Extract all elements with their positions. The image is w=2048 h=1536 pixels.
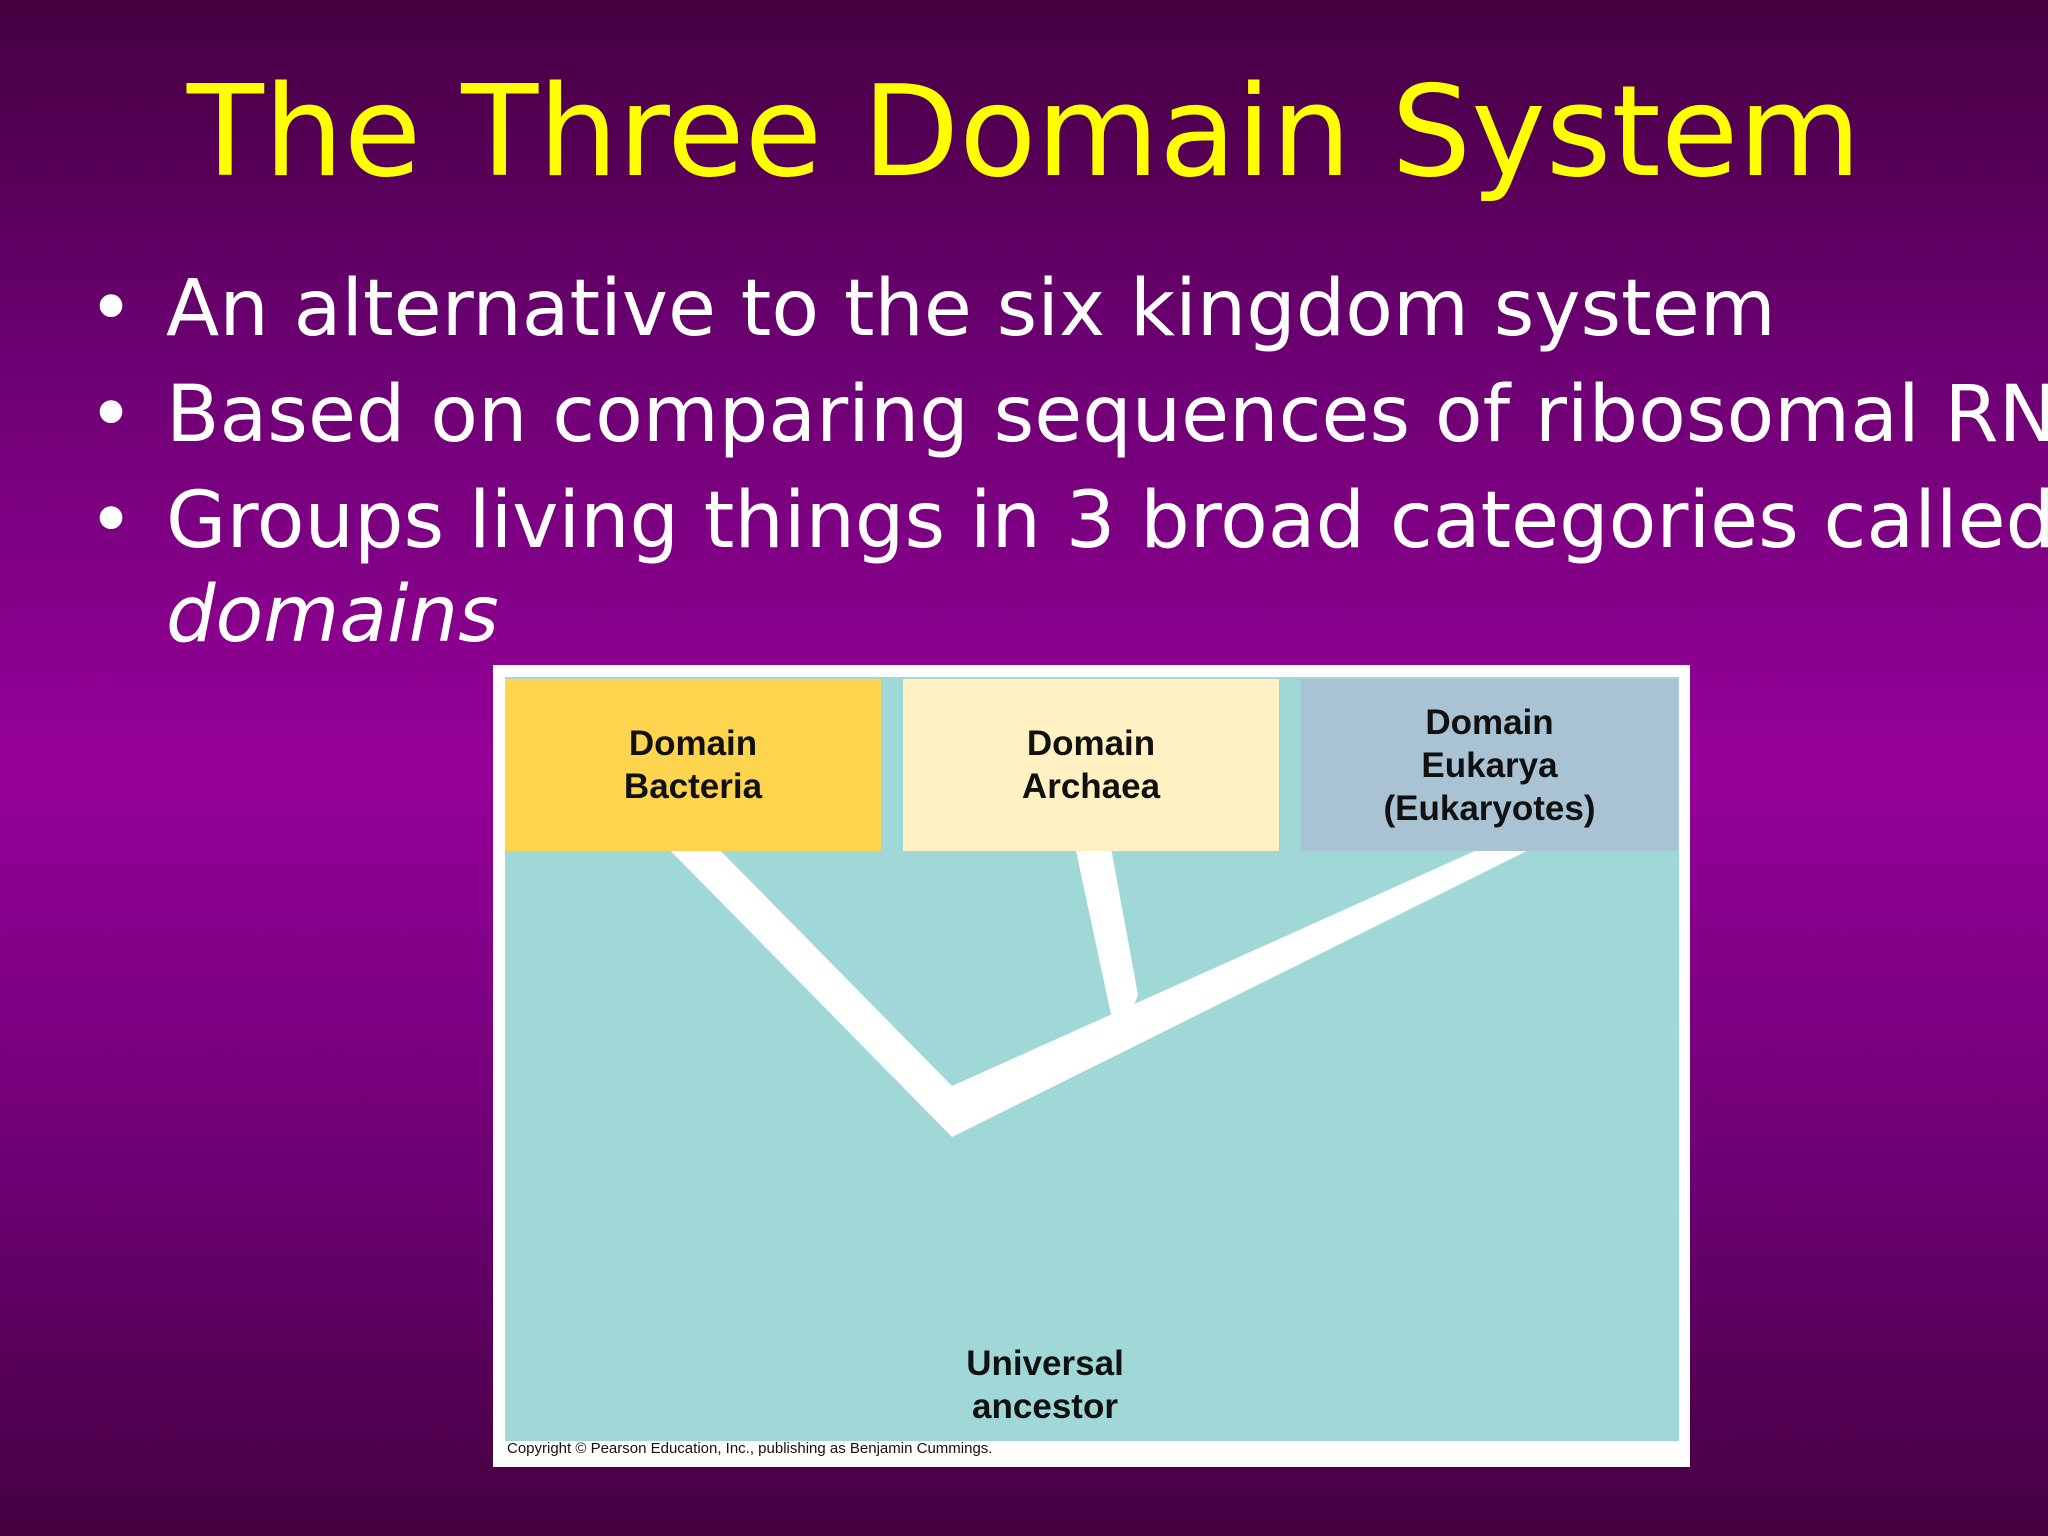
bullet-item: • Based on comparing sequences of riboso… [88,368,2048,462]
bullet-text: An alternative to the six kingdom system [166,264,1776,354]
bullet-marker: • [88,476,135,566]
bullet-marker: • [88,264,135,354]
phylogenetic-tree-figure: Universal ancestor Domain Bacteria Domai… [493,665,1690,1467]
domain-eukarya-box: Domain Eukarya (Eukaryotes) [1301,679,1678,851]
bullet-item: • Groups living things in 3 broad catego… [88,474,2048,662]
branch-eukarya [952,837,1555,1137]
domain-bacteria-box: Domain Bacteria [505,679,881,851]
slide-title: The Three Domain System [186,58,1862,205]
bullet-text: Groups living things in 3 broad categori… [166,476,2048,566]
copyright-notice: Copyright © Pearson Education, Inc., pub… [507,1440,993,1457]
universal-ancestor-label: Universal ancestor [966,1344,1124,1426]
branch-bacteria [657,837,952,1137]
bullet-item: • An alternative to the six kingdom syst… [88,262,2018,356]
domain-archaea-box: Domain Archaea [903,679,1279,851]
bullet-marker: • [88,370,135,460]
bullet-list: • An alternative to the six kingdom syst… [88,262,2048,674]
bullet-italic-term: domains [166,570,499,660]
tree-branches [657,837,1555,1137]
bullet-text: Based on comparing sequences of ribosoma… [166,370,2048,460]
branch-archaea [1073,837,1138,1047]
